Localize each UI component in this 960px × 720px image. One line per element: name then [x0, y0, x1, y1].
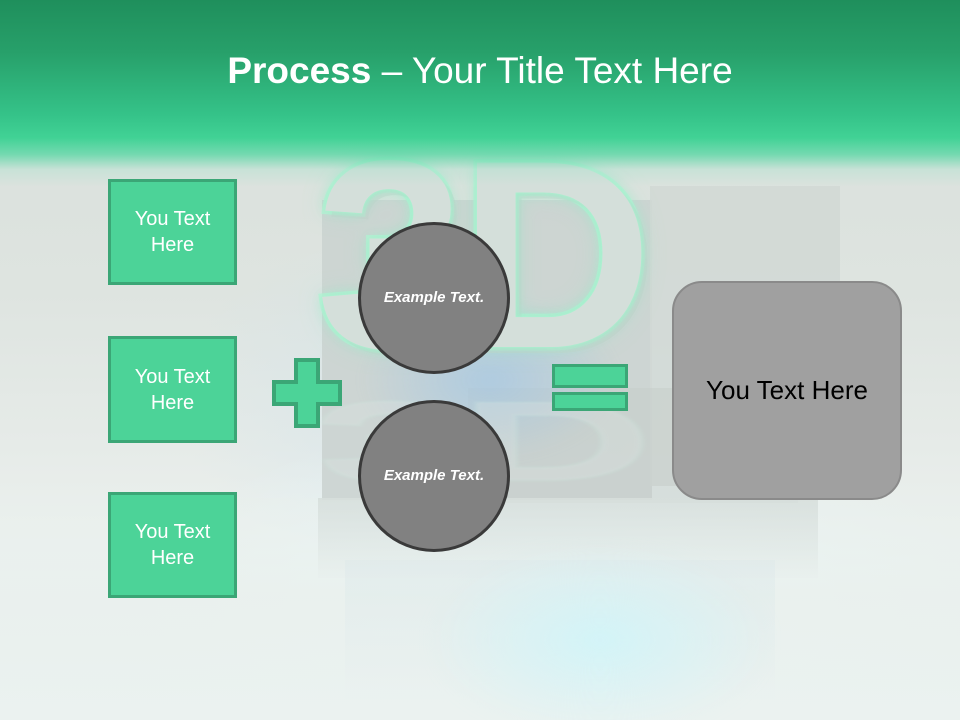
- input-box-3[interactable]: You Text Here: [108, 492, 237, 598]
- equals-icon-bar-bottom: [552, 392, 628, 411]
- input-box-1[interactable]: You Text Here: [108, 179, 237, 285]
- result-box[interactable]: You Text Here: [672, 281, 902, 500]
- page-title-bold: Process: [227, 50, 382, 91]
- plus-icon: [272, 358, 342, 428]
- example-circle-1[interactable]: Example Text.: [358, 222, 510, 374]
- example-circle-1-label: Example Text.: [383, 289, 485, 306]
- page-title-light: – Your Title Text Here: [381, 50, 733, 91]
- background-cyan-glow: [430, 545, 770, 720]
- example-circle-2[interactable]: Example Text.: [358, 400, 510, 552]
- page-title: Process – Your Title Text Here: [0, 50, 960, 92]
- example-circle-2-label: Example Text.: [383, 467, 485, 484]
- input-box-2[interactable]: You Text Here: [108, 336, 237, 443]
- equals-icon-bar-top: [552, 364, 628, 388]
- input-box-2-label: You Text Here: [134, 365, 211, 414]
- header-band: [0, 0, 960, 186]
- result-box-label: You Text Here: [706, 375, 868, 405]
- input-box-3-label: You Text Here: [134, 521, 211, 569]
- input-box-1-label: You Text Here: [134, 208, 211, 256]
